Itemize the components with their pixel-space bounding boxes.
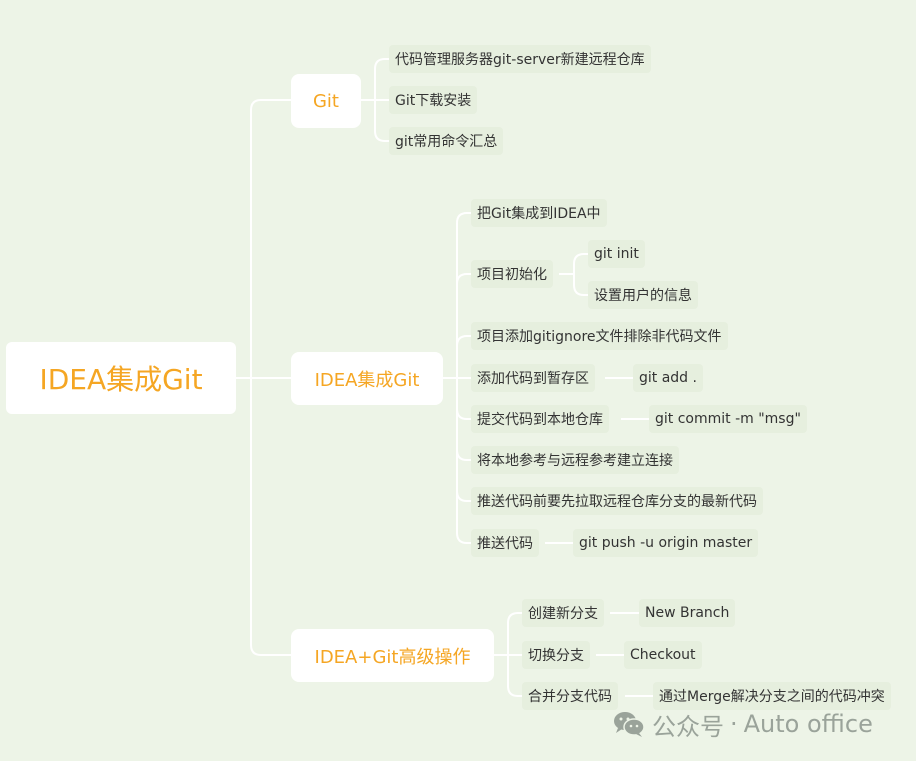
- branch-connector: [507, 655, 522, 697]
- leaf-node[interactable]: 推送代码前要先拉取远程仓库分支的最新代码: [471, 487, 763, 515]
- leaf-label: 推送代码前要先拉取远程仓库分支的最新代码: [477, 494, 757, 510]
- branch-connector: [374, 100, 389, 142]
- leaf-node[interactable]: 切换分支: [522, 641, 590, 669]
- branch-label: IDEA集成Git: [314, 369, 420, 391]
- leaf-label: 推送代码: [477, 536, 533, 552]
- leaf-node[interactable]: 创建新分支: [522, 599, 604, 627]
- watermark-name: Auto office: [743, 710, 873, 738]
- leaf-label: 代码管理服务器git-server新建远程仓库: [395, 52, 645, 68]
- leaf-node[interactable]: git add .: [633, 364, 703, 392]
- leaf-label: 切换分支: [528, 648, 584, 664]
- leaf-label: 把Git集成到IDEA中: [477, 206, 601, 222]
- leaf-label: 项目初始化: [477, 267, 547, 283]
- leaf-label: Checkout: [630, 647, 696, 663]
- branch-connector: [456, 378, 471, 420]
- leaf-node[interactable]: 提交代码到本地仓库: [471, 405, 609, 433]
- leaf-node[interactable]: 把Git集成到IDEA中: [471, 199, 607, 227]
- root-label: IDEA集成Git: [39, 363, 203, 396]
- root-node[interactable]: IDEA集成Git: [6, 342, 236, 414]
- leaf-connector: [573, 253, 588, 274]
- leaf-node[interactable]: 添加代码到暂存区: [471, 364, 595, 392]
- branch-connector: [456, 273, 471, 378]
- leaf-label: git push -u origin master: [579, 535, 753, 551]
- leaf-node[interactable]: 通过Merge解决分支之间的代码冲突: [653, 682, 891, 710]
- branch-connector: [456, 335, 471, 378]
- watermark-prefix: 公众号: [652, 712, 724, 741]
- leaf-label: 创建新分支: [528, 606, 598, 622]
- leaf-node[interactable]: 设置用户的信息: [588, 281, 698, 309]
- leaf-label: 合并分支代码: [528, 689, 612, 705]
- leaf-label: Git下载安装: [395, 93, 472, 109]
- leaf-label: 提交代码到本地仓库: [477, 412, 603, 428]
- wechat-icon: [614, 712, 645, 737]
- branch-connector: [507, 612, 522, 655]
- leaf-label: git commit -m "msg": [655, 411, 801, 427]
- branch-label: IDEA+Git高级操作: [314, 646, 471, 668]
- branch-node-advanced[interactable]: IDEA+Git高级操作: [291, 629, 494, 682]
- leaf-node[interactable]: 合并分支代码: [522, 682, 618, 710]
- branch-label: Git: [312, 90, 339, 112]
- leaf-node[interactable]: New Branch: [639, 599, 736, 627]
- leaf-node[interactable]: git init: [588, 240, 645, 268]
- watermark: 公众号 · Auto office: [612, 707, 873, 741]
- root-connector: [250, 378, 291, 656]
- branch-node-idea-git[interactable]: IDEA集成Git: [291, 352, 443, 405]
- leaf-node[interactable]: git commit -m "msg": [649, 405, 807, 433]
- branch-connector: [456, 378, 471, 544]
- leaf-node[interactable]: 推送代码: [471, 529, 539, 557]
- leaf-label: New Branch: [645, 605, 730, 621]
- leaf-node[interactable]: 将本地参考与远程参考建立连接: [471, 446, 679, 474]
- leaf-node[interactable]: git常用命令汇总: [389, 127, 504, 155]
- leaf-label: git add .: [639, 370, 697, 386]
- leaf-label: 通过Merge解决分支之间的代码冲突: [659, 689, 885, 705]
- branch-node-git[interactable]: Git: [291, 74, 361, 128]
- leaf-node[interactable]: 项目初始化: [471, 260, 553, 288]
- leaf-label: 将本地参考与远程参考建立连接: [477, 453, 673, 469]
- leaf-label: 添加代码到暂存区: [477, 371, 589, 387]
- leaf-label: git常用命令汇总: [395, 134, 498, 150]
- leaf-node[interactable]: 代码管理服务器git-server新建远程仓库: [389, 45, 651, 73]
- branch-connector: [456, 378, 471, 502]
- branch-connector: [456, 212, 471, 378]
- leaf-label: git init: [594, 246, 639, 262]
- leaf-label: 设置用户的信息: [594, 288, 692, 304]
- branch-connector: [374, 58, 389, 100]
- leaf-node[interactable]: git push -u origin master: [573, 529, 759, 557]
- root-connector: [250, 99, 291, 378]
- leaf-label: 项目添加gitignore文件排除非代码文件: [477, 329, 722, 345]
- leaf-node[interactable]: Checkout: [624, 641, 702, 669]
- watermark-separator: ·: [730, 710, 738, 738]
- leaf-node[interactable]: 项目添加gitignore文件排除非代码文件: [471, 322, 728, 350]
- leaf-connector: [573, 274, 588, 296]
- leaf-node[interactable]: Git下载安装: [389, 86, 478, 114]
